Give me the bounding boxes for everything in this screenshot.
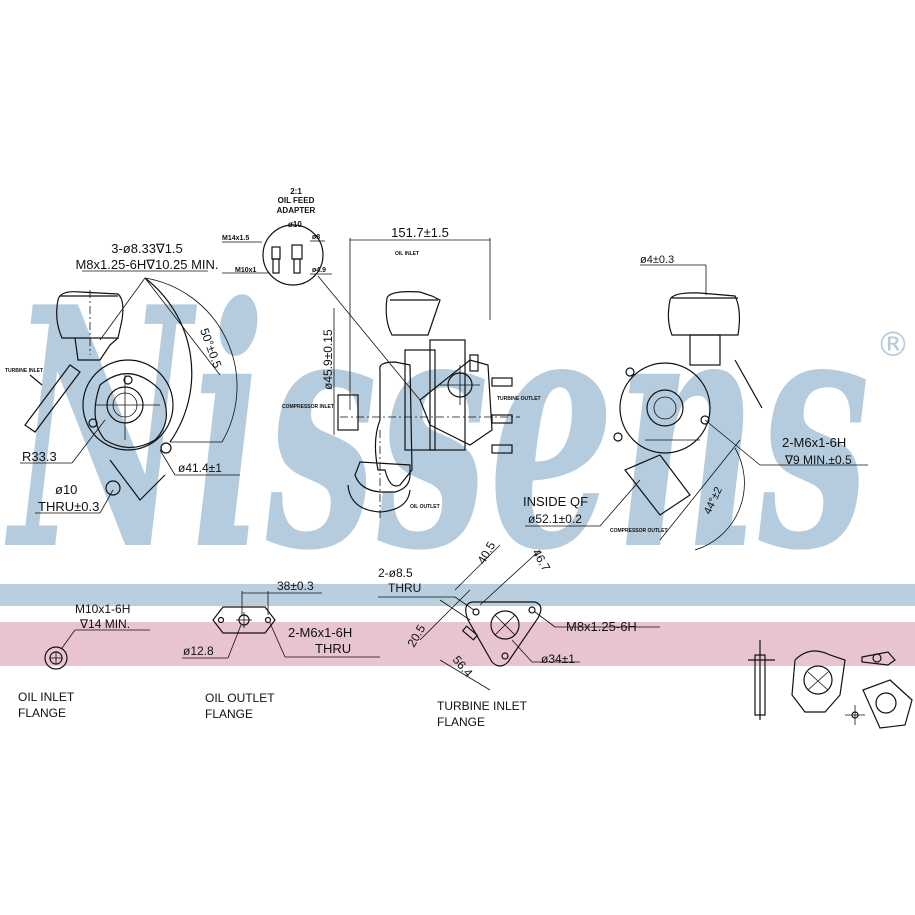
turbine-thread: M8x1.25-6H: [566, 619, 637, 634]
turbine-label-2: FLANGE: [437, 715, 485, 729]
center-height-dim: ø45.9±0.15: [321, 329, 335, 390]
turbine-label-1: TURBINE INLET: [437, 699, 528, 713]
oil-feed-adapter-detail: [222, 224, 421, 401]
oil-inlet-label-2: FLANGE: [18, 706, 66, 720]
left-holes-callout-1: 3-ø8.33∇1.5: [111, 241, 183, 256]
right-view: [525, 264, 868, 551]
left-turbine-inlet: TURBINE INLET: [5, 368, 43, 374]
adapter-d8: ø8: [312, 234, 320, 241]
oil-outlet-label-2: FLANGE: [205, 707, 253, 721]
turbine-holes-1: 2-ø8.5: [378, 566, 413, 580]
registered-mark: ®: [876, 325, 910, 365]
turbine-diameter: ø34±1: [541, 652, 575, 666]
oil-inlet-thread-2: ∇14 MIN.: [79, 617, 130, 631]
center-view: [333, 238, 520, 520]
center-oil-outlet: OIL OUTLET: [410, 504, 440, 510]
oil-outlet-thread-2: THRU: [315, 641, 351, 656]
right-thread-2: ∇9 MIN.±0.5: [784, 453, 852, 467]
pink-band: [0, 622, 915, 666]
left-view: [20, 270, 240, 514]
left-diameter: ø41.4±1: [178, 461, 222, 475]
adapter-title-2: ADAPTER: [277, 206, 316, 215]
center-width-dim: 151.7±1.5: [391, 225, 449, 240]
turbine-holes-2: THRU: [388, 581, 421, 595]
adapter-title-1: OIL FEED: [278, 196, 315, 205]
center-oil-inlet: OIL INLET: [395, 251, 419, 257]
left-holes-callout-2: M8x1.25-6H∇10.25 MIN.: [75, 257, 218, 272]
right-inside-2: ø52.1±0.2: [528, 512, 582, 526]
oil-outlet-label-1: OIL OUTLET: [205, 691, 275, 705]
right-inside-1: INSIDE QF: [523, 494, 588, 509]
right-d4: ø4±0.3: [640, 254, 674, 266]
oil-outlet-spacing: 38±0.3: [277, 579, 314, 593]
oil-outlet-diameter: ø12.8: [183, 644, 214, 658]
oil-inlet-thread-1: M10x1-6H: [75, 602, 130, 616]
right-thread-1: 2-M6x1-6H: [782, 435, 846, 450]
oil-inlet-label-1: OIL INLET: [18, 690, 75, 704]
oil-inlet-flange-drawing: [44, 629, 150, 670]
oil-outlet-thread-1: 2-M6x1-6H: [288, 625, 352, 640]
left-radius: R33.3: [22, 449, 57, 464]
adapter-m14: M14x1.5: [222, 235, 249, 242]
adapter-scale: 2:1: [290, 187, 302, 196]
center-compressor-inlet: COMPRESSOR INLET: [282, 404, 334, 410]
adapter-m10: M10x1: [235, 267, 257, 274]
left-hole-2: THRU±0.3: [38, 499, 99, 514]
adapter-d49: ø4.9: [312, 267, 326, 274]
left-hole-1: ø10: [55, 482, 77, 497]
oil-outlet-flange-drawing: [182, 591, 380, 659]
accessory-parts: [748, 640, 913, 729]
center-turbine-outlet: TURBINE OUTLET: [497, 396, 541, 402]
blue-band: [0, 584, 915, 606]
right-compressor-outlet: COMPRESSOR OUTLET: [610, 528, 668, 534]
turbine-inlet-flange-drawing: [378, 544, 660, 691]
adapter-d10: ø10: [288, 220, 302, 229]
